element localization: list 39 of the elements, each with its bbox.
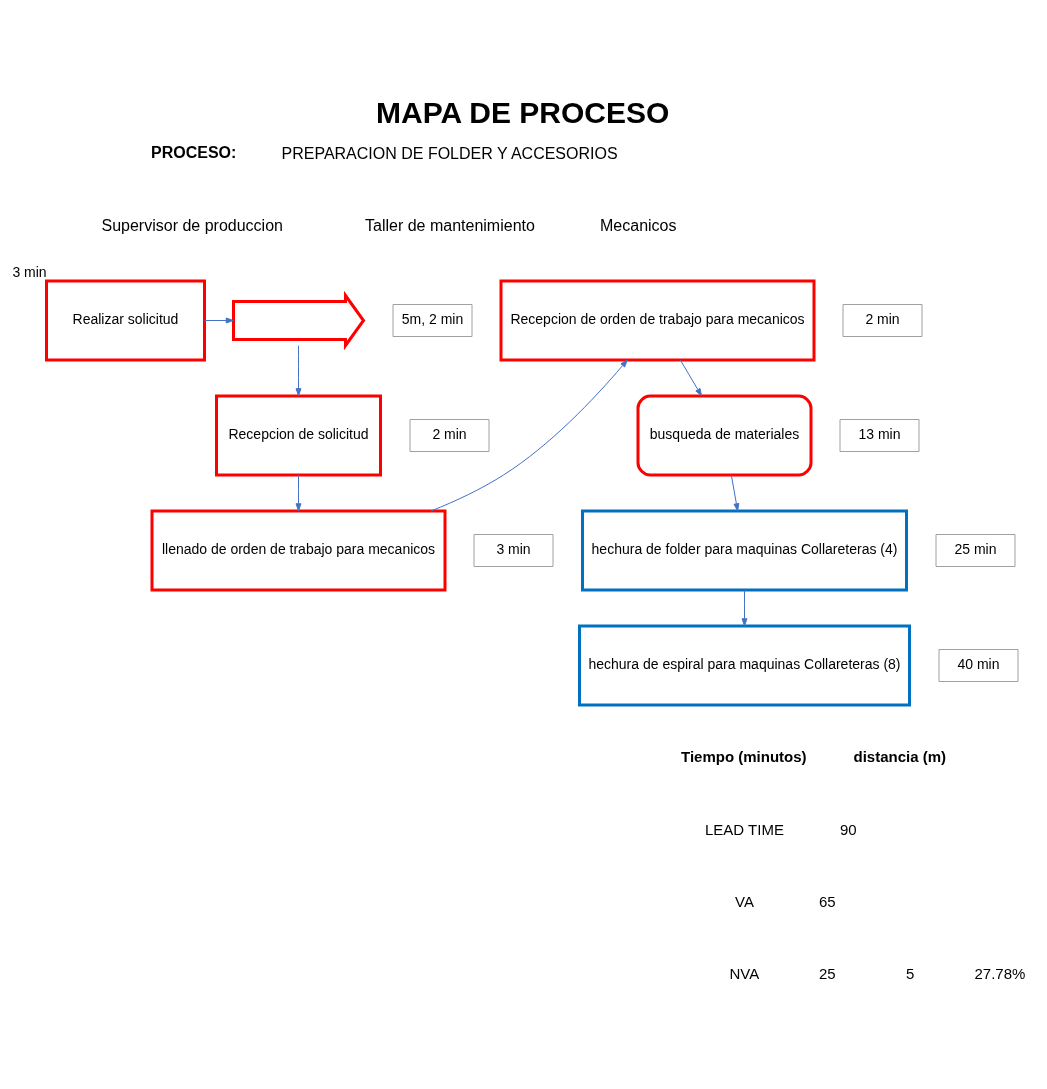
arrow bbox=[430, 359, 628, 512]
node-label: 25 min bbox=[954, 541, 997, 558]
label: 5 bbox=[906, 964, 915, 982]
node-box: Realizar solicitud bbox=[45, 279, 206, 362]
label: Tiempo (minutos) bbox=[681, 747, 807, 765]
node-label: 13 min bbox=[858, 426, 901, 443]
arrow bbox=[730, 474, 740, 512]
label: LEAD TIME bbox=[705, 820, 784, 838]
node-label: 5m, 2 min bbox=[401, 311, 464, 328]
label: PREPARACION DE FOLDER Y ACCESORIOS bbox=[281, 144, 618, 162]
node-box: llenado de orden de trabajo para mecanicos bbox=[150, 509, 447, 592]
node-label: 3 min bbox=[496, 541, 531, 558]
label: PROCESO: bbox=[151, 143, 237, 161]
arrow bbox=[741, 589, 748, 627]
arrow bbox=[295, 345, 302, 397]
label: 90 bbox=[840, 820, 857, 838]
node-label: 2 min bbox=[432, 426, 467, 443]
label: VA bbox=[735, 892, 754, 910]
node-box: hechura de espiral para maquinas Collareteras (8) bbox=[578, 624, 911, 707]
label: 25 bbox=[819, 964, 836, 982]
node-box: hechura de folder para maquinas Collareteras (4) bbox=[581, 509, 908, 592]
node-box: busqueda de materiales bbox=[636, 394, 813, 477]
node-box: Recepcion de solicitud bbox=[215, 394, 382, 477]
arrow bbox=[295, 474, 302, 512]
node-arrow bbox=[232, 290, 366, 351]
label: distancia (m) bbox=[853, 747, 947, 765]
arrow bbox=[679, 359, 702, 397]
label: 65 bbox=[819, 892, 836, 910]
label: NVA bbox=[729, 964, 760, 982]
label: 27.78% bbox=[974, 964, 1026, 982]
arrow bbox=[204, 317, 234, 324]
label: Mecanicos bbox=[600, 216, 677, 234]
node-box: Recepcion de orden de trabajo para mecanicos bbox=[499, 279, 816, 362]
node-label: 2 min bbox=[865, 311, 900, 328]
label: Supervisor de produccion bbox=[101, 216, 283, 234]
node-label: 40 min bbox=[957, 656, 1000, 673]
diagram-title: MAPA DE PROCESO bbox=[376, 96, 670, 129]
label: Taller de mantenimiento bbox=[365, 216, 535, 234]
node-label: 3 min bbox=[12, 264, 47, 281]
